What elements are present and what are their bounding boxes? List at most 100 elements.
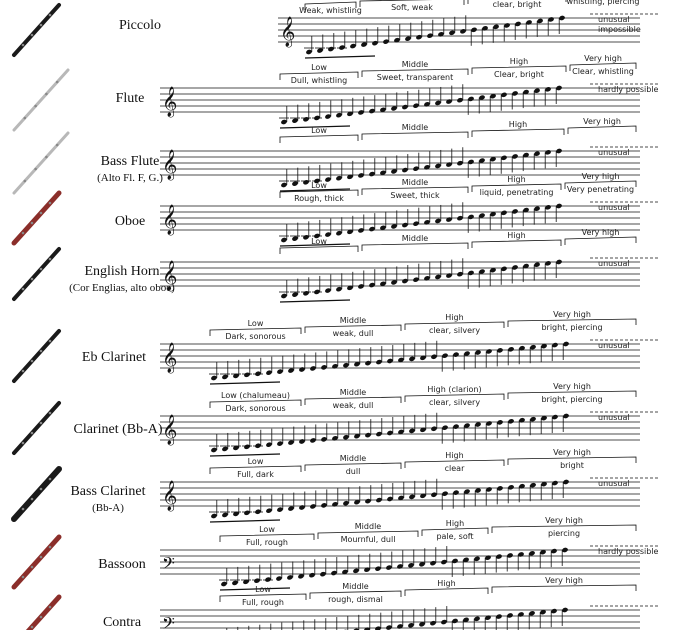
note-head (501, 266, 507, 272)
register-description: dull (346, 467, 361, 476)
note-head (266, 370, 272, 375)
note-head (497, 348, 503, 353)
instrument-name-label: Bassoon (98, 557, 146, 572)
instrument-picture (11, 190, 62, 246)
note-head (424, 165, 430, 170)
register-bracket (209, 327, 302, 336)
note-head (369, 171, 375, 177)
register-label: Low (255, 585, 271, 594)
register-bracket (471, 65, 567, 74)
note-head (431, 354, 437, 360)
register-bracket (404, 321, 505, 330)
range-underline (304, 55, 376, 59)
instrument-key (30, 431, 34, 435)
register-label: Middle (402, 123, 429, 132)
instrument-name-label: Clarinet (Bb-A) (73, 422, 163, 437)
note-head (490, 267, 496, 273)
note-head (552, 480, 558, 486)
note-head (515, 21, 521, 27)
note-head (292, 181, 298, 186)
instrument-picture (11, 534, 62, 590)
note-head (376, 359, 382, 365)
register-bracket (491, 524, 637, 533)
note-head (435, 100, 441, 106)
note-head (464, 489, 470, 494)
note-head (347, 229, 353, 235)
note-head (354, 433, 360, 439)
note-head (457, 215, 463, 221)
note-head (292, 292, 298, 297)
instrument-key (39, 211, 43, 215)
register-bracket (209, 465, 302, 474)
note-head (562, 607, 568, 613)
note-head (375, 566, 381, 571)
note-head (376, 431, 382, 437)
note-head (431, 426, 437, 432)
register-bracket (507, 318, 637, 327)
note-head (512, 154, 518, 159)
instrument-body (25, 594, 62, 630)
register-label: Low (248, 457, 264, 466)
instrument-key (55, 143, 59, 147)
note-head (545, 205, 551, 210)
note-head (365, 432, 371, 438)
register-bracket (467, 0, 567, 4)
instrument-name-label: Piccolo (119, 18, 161, 33)
register-description: bright, piercing (541, 395, 602, 404)
note-head (518, 612, 524, 617)
note-head (343, 434, 349, 440)
note-head (332, 364, 338, 369)
note-head (548, 17, 554, 22)
note-head (408, 623, 414, 628)
instrument-name: Bass Clarinet(Bb-A) (48, 483, 168, 517)
note-head (479, 158, 485, 163)
note-head (233, 373, 239, 379)
register-label: Very high (545, 516, 583, 525)
register-description: rough, dismal (328, 595, 383, 604)
range-note: hardly possible (598, 85, 659, 94)
note-head (325, 177, 331, 182)
register-bracket (279, 71, 359, 80)
note-head (266, 508, 272, 513)
note-head (398, 495, 404, 501)
note-head (321, 437, 327, 442)
bass-clef-icon: 𝄢 (162, 553, 175, 577)
register-description: Dark, sonorous (225, 404, 285, 413)
instrument-key (48, 545, 52, 549)
note-head (310, 504, 316, 509)
note-head (402, 222, 408, 228)
range-note: unusual (598, 148, 630, 157)
note-head (317, 48, 323, 53)
note-head (221, 581, 227, 587)
note-head (512, 91, 518, 96)
instrument-key (30, 221, 34, 225)
register-label: Very high (553, 310, 591, 319)
note-head (435, 218, 441, 224)
note-head (386, 625, 392, 630)
note-head (460, 28, 466, 34)
register-label: Low (311, 63, 327, 72)
note-head (336, 175, 342, 181)
note-head (306, 49, 312, 55)
instrument-picture (12, 131, 70, 195)
note-head (391, 106, 397, 111)
note-head (556, 85, 562, 91)
register-label: Middle (340, 316, 367, 325)
instrument-body (11, 466, 62, 522)
instrument-key (39, 267, 43, 271)
instrument-key (21, 507, 25, 511)
note-head (541, 343, 547, 349)
note-head (325, 288, 331, 293)
instrument-name: Clarinet (Bb-A) (58, 421, 178, 438)
note-head (529, 550, 535, 556)
register-bracket (567, 125, 637, 134)
note-head (332, 436, 338, 441)
register-label: Low (311, 181, 327, 190)
instrument-key (39, 555, 43, 559)
note-head (468, 214, 474, 220)
note-head (523, 152, 529, 158)
note-head (320, 571, 326, 577)
